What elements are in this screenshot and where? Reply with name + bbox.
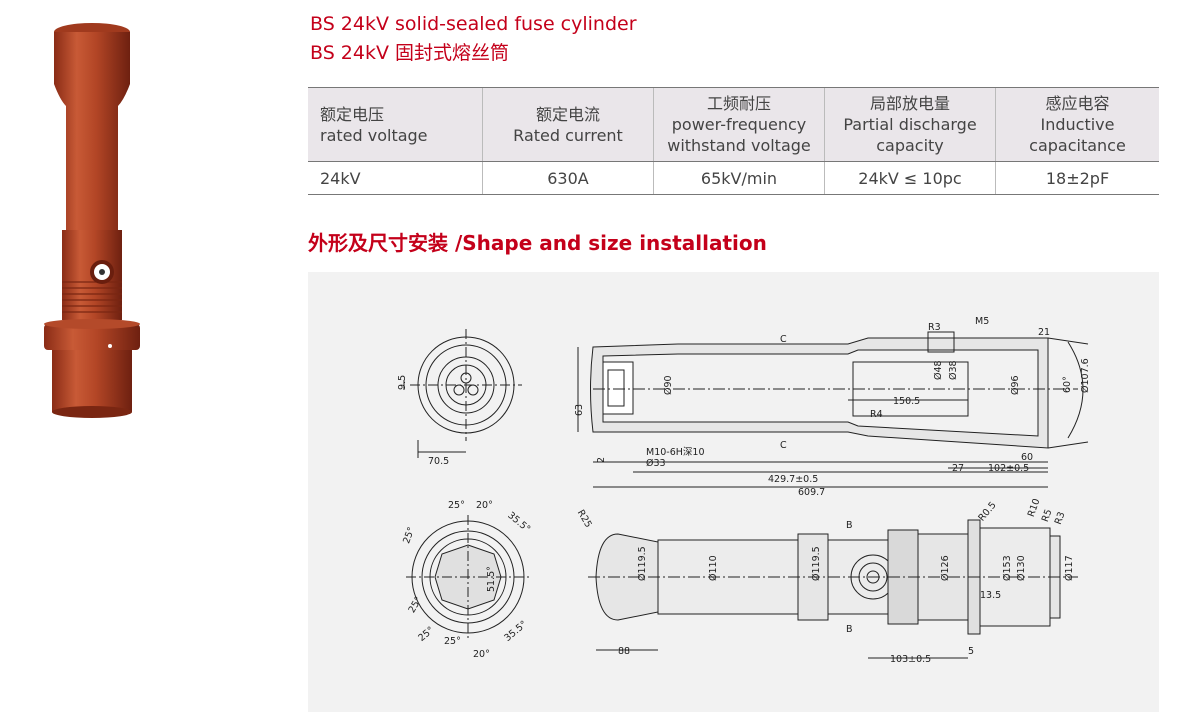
dim-102: 102±0.5	[988, 463, 1029, 474]
side-view-bottom	[588, 519, 1078, 659]
product-title-en: BS 24kV solid-sealed fuse cylinder	[310, 13, 637, 35]
angle-35-bottom: 35.5°	[502, 619, 529, 644]
dim-9-5: 9.5	[397, 375, 408, 390]
dim-21: 21	[1038, 327, 1050, 338]
angle-51: 51.5°	[486, 566, 497, 592]
value-withstand-voltage: 65kV/min	[653, 161, 825, 195]
front-view-top	[403, 329, 522, 458]
front-view-bottom	[406, 515, 530, 639]
dim-d90: Ø90	[663, 375, 674, 395]
angle-25-left: 25°	[401, 526, 417, 546]
technical-drawing: 9.5 70.5 Ø90 63 2 M10-6H深10 Ø33 429.7±0.…	[308, 272, 1159, 712]
dim-r3: R3	[928, 322, 941, 333]
dim-609-7: 609.7	[798, 487, 825, 498]
product-title-cn: BS 24kV 固封式熔丝筒	[310, 42, 510, 64]
dim-429-7: 429.7±0.5	[768, 474, 818, 485]
dim-d119-left: Ø119.5	[637, 546, 648, 581]
dim-m5: M5	[975, 316, 989, 327]
value-rated-voltage: 24kV	[308, 161, 483, 195]
dim-27: 27	[952, 463, 964, 474]
section-b-top: B	[846, 520, 853, 531]
dim-63: 63	[574, 404, 585, 416]
section-c-bottom: C	[780, 440, 787, 451]
dim-r10: R10	[1026, 497, 1043, 518]
dim-r25: R25	[575, 508, 594, 530]
dim-88: 88	[618, 646, 630, 657]
dim-60-deg: 60°	[1062, 376, 1073, 393]
dim-d130: Ø130	[1016, 555, 1027, 581]
dim-5: 5	[968, 646, 974, 657]
dim-70-5: 70.5	[428, 456, 449, 467]
dim-r4: R4	[870, 409, 883, 420]
dim-103: 103±0.5	[890, 654, 931, 665]
value-rated-current: 630A	[482, 161, 654, 195]
angle-25-left2: 25°	[407, 595, 425, 615]
side-view-top	[577, 331, 1089, 488]
dim-60: 60	[1021, 452, 1033, 463]
dim-d117: Ø117	[1064, 555, 1075, 581]
dim-150-5: 150.5	[893, 396, 920, 407]
section-c-top: C	[780, 334, 787, 345]
dim-d33: Ø33	[646, 458, 666, 469]
dim-r0-5: R0.5	[976, 500, 998, 524]
dim-d153: Ø153	[1002, 555, 1013, 581]
dim-r5: R5	[1040, 508, 1055, 524]
dim-2: 2	[596, 457, 607, 463]
angle-25-top: 25°	[448, 500, 465, 511]
value-inductive-capacitance: 18±2pF	[995, 161, 1159, 195]
section-b-bottom: B	[846, 624, 853, 635]
dim-d38: Ø38	[948, 360, 959, 380]
angle-35-top: 35.5°	[505, 510, 532, 535]
product-photo	[40, 20, 150, 420]
dim-thread: M10-6H深10	[646, 447, 705, 458]
value-partial-discharge: 24kV ≤ 10pc	[824, 161, 996, 195]
dim-d119-right: Ø119.5	[811, 546, 822, 581]
spec-value-row: 24kV 630A 65kV/min 24kV ≤ 10pc 18±2pF	[308, 161, 1159, 195]
angle-25-left3: 25°	[416, 625, 436, 644]
angle-25-bottom: 25°	[444, 636, 461, 647]
section-title: 外形及尺寸安装 /Shape and size installation	[308, 231, 767, 255]
dim-d48: Ø48	[933, 360, 944, 380]
dim-d110: Ø110	[708, 555, 719, 581]
angle-20-bottom: 20°	[473, 649, 490, 660]
dim-d126: Ø126	[940, 555, 951, 581]
dim-d96: Ø96	[1010, 375, 1021, 395]
dim-d107: Ø107.6	[1080, 358, 1091, 393]
dim-r3-bottom: R3	[1053, 510, 1068, 526]
dim-13-5: 13.5	[980, 590, 1001, 601]
angle-20-top: 20°	[476, 500, 493, 511]
